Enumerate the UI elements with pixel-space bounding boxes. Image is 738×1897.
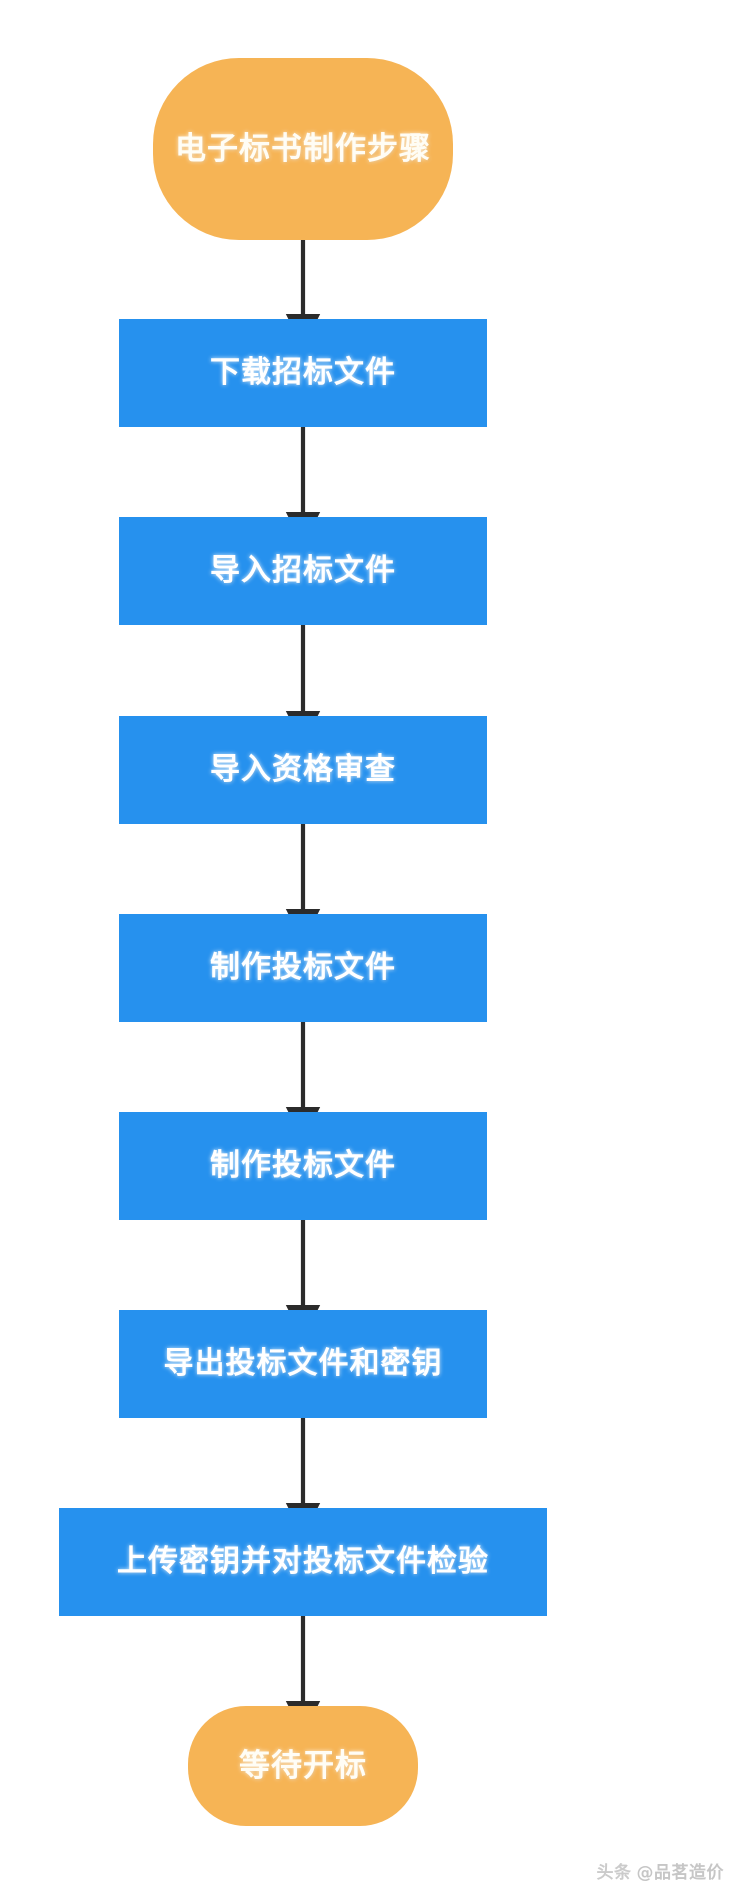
flow-node-end[interactable]: 等待开标 [188, 1706, 418, 1826]
flow-node-upload-key-verify[interactable]: 上传密钥并对投标文件检验 [59, 1508, 547, 1616]
watermark-handle: @品茗造价 [636, 1863, 724, 1883]
flow-node-export-bid-and-key[interactable]: 导出投标文件和密钥 [119, 1310, 487, 1418]
flow-node-import-qualification[interactable]: 导入资格审查 [119, 716, 487, 824]
flow-node-label: 制作投标文件 [210, 1148, 396, 1183]
flow-node-import-tender[interactable]: 导入招标文件 [119, 517, 487, 625]
flow-node-label: 电子标书制作步骤 [175, 130, 431, 167]
flow-node-prepare-bid-2[interactable]: 制作投标文件 [119, 1112, 487, 1220]
flow-node-label: 下载招标文件 [210, 355, 396, 390]
flow-node-label: 等待开标 [239, 1747, 367, 1784]
flow-node-download-tender[interactable]: 下载招标文件 [119, 319, 487, 427]
flow-node-label: 导入资格审查 [210, 752, 396, 787]
flow-node-start[interactable]: 电子标书制作步骤 [153, 58, 453, 240]
flow-node-label: 导出投标文件和密钥 [163, 1346, 443, 1381]
watermark-brand: 头条 [596, 1863, 632, 1883]
watermark: 头条 @品茗造价 [597, 1858, 725, 1883]
flow-node-prepare-bid-1[interactable]: 制作投标文件 [119, 914, 487, 1022]
flow-node-label: 上传密钥并对投标文件检验 [117, 1544, 489, 1579]
flow-node-label: 制作投标文件 [210, 950, 396, 985]
flow-node-label: 导入招标文件 [210, 553, 396, 588]
